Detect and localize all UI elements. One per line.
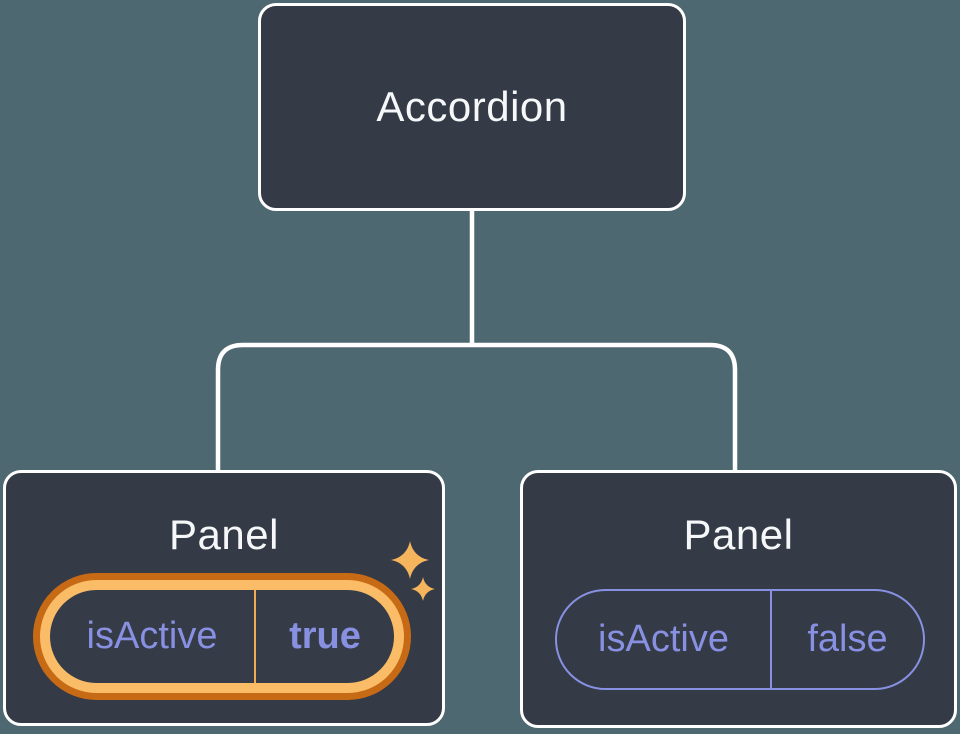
prop-name: isActive: [86, 615, 218, 657]
state-pill: isActive false: [555, 589, 925, 690]
panel-node-label: Panel: [683, 511, 794, 558]
pill-divider: [770, 591, 772, 688]
sparkle-icon: [391, 541, 429, 579]
panel-node-label: Panel: [169, 511, 279, 558]
prop-value: true: [289, 615, 361, 657]
panel-node-inactive: Panel isActive false: [520, 470, 957, 728]
accordion-node-label: Accordion: [376, 83, 568, 130]
prop-name: isActive: [598, 618, 729, 660]
panel-node-active: Panel isActive true: [3, 470, 445, 726]
accordion-node: Accordion: [258, 3, 686, 211]
pill-divider: [254, 590, 256, 683]
sparkle-icon: [411, 577, 435, 601]
state-pill-highlight: isActive true: [33, 573, 411, 700]
state-pill: isActive true: [50, 590, 394, 683]
prop-value: false: [807, 618, 888, 660]
